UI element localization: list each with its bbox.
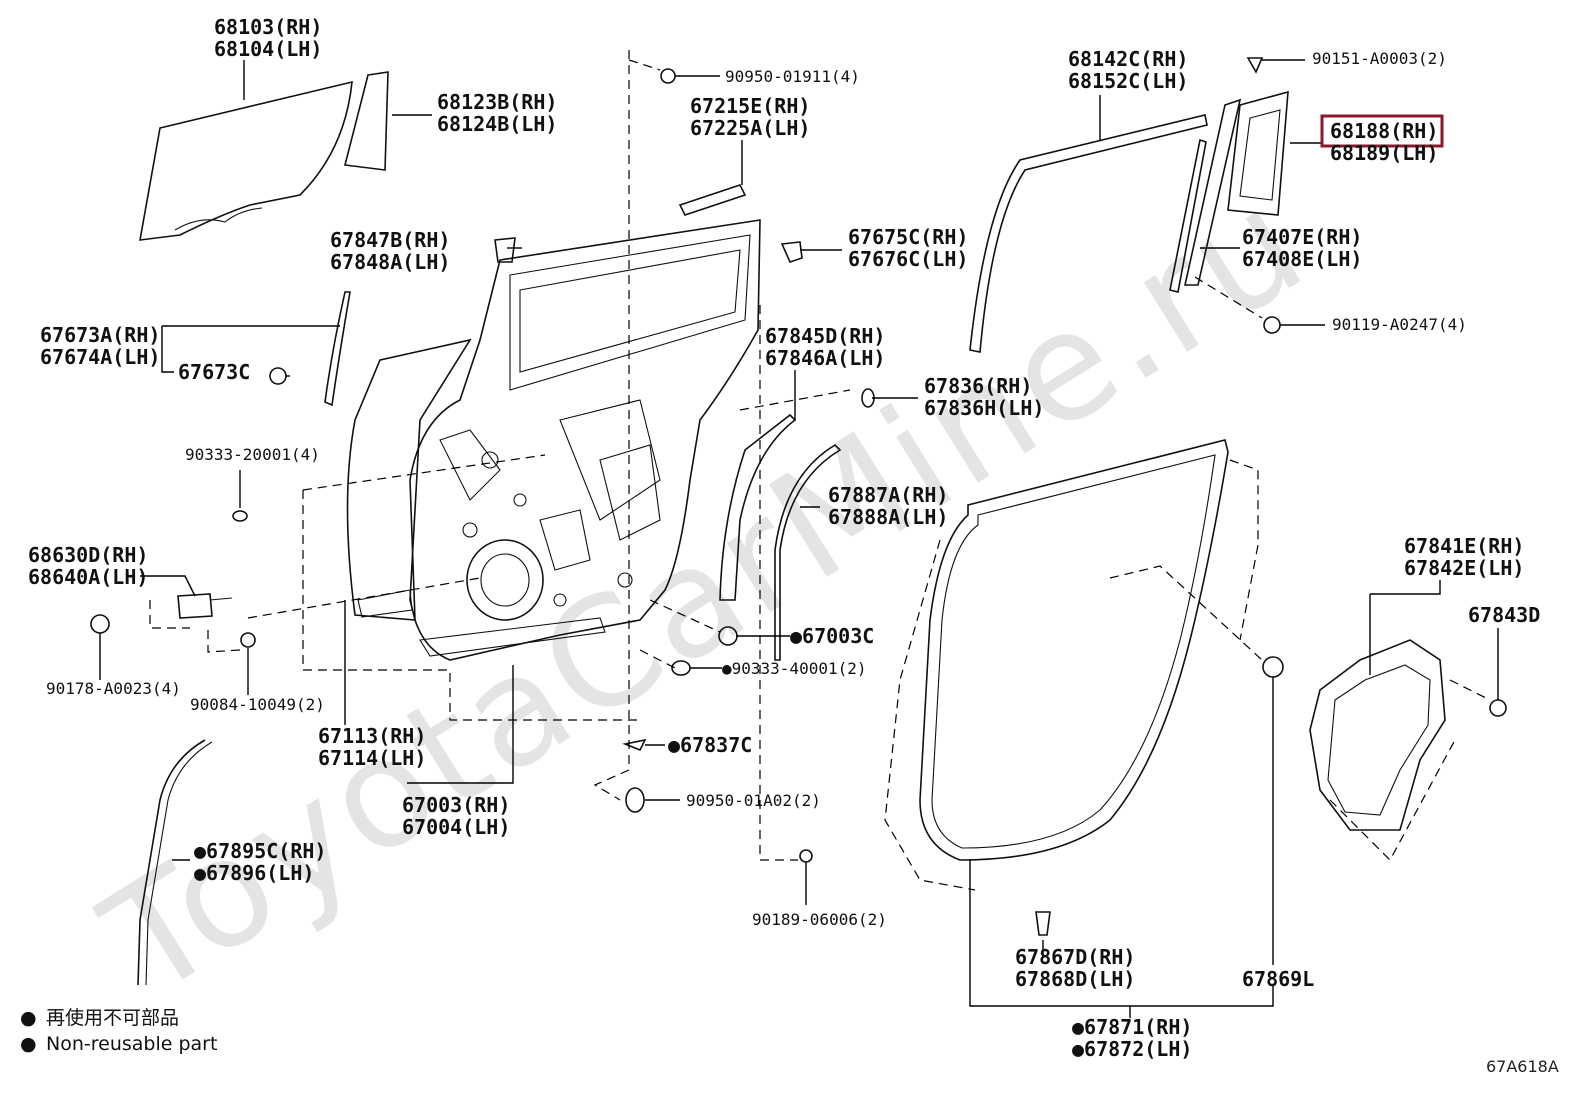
door-check-shape [1309, 639, 1446, 831]
label-67848[interactable]: 67848A(LH) [330, 250, 450, 274]
diagram-code: 67A618A [1486, 1057, 1559, 1076]
label-67836[interactable]: 67836(RH) [924, 374, 1032, 398]
label-67674a[interactable]: 67674A(LH) [40, 345, 160, 369]
label-90084[interactable]: 90084-10049(2) [190, 695, 325, 714]
rear-channel-shape [719, 413, 797, 601]
label-67837c[interactable]: ●67837C [668, 733, 752, 757]
label-67673c[interactable]: 67673C [178, 360, 250, 384]
label-67887[interactable]: 67887A(RH) [828, 483, 948, 507]
label-67872[interactable]: ●67872(LH) [1072, 1037, 1192, 1061]
label-67867[interactable]: 67867D(RH) [1015, 945, 1135, 969]
label-67846[interactable]: 67846A(LH) [765, 346, 885, 370]
label-67003c[interactable]: ●67003C [790, 624, 874, 648]
label-67895[interactable]: ●67895C(RH) [194, 839, 326, 863]
label-67407[interactable]: 67407E(RH) [1242, 225, 1362, 249]
label-67843d[interactable]: 67843D [1468, 603, 1540, 627]
hinge-shape [177, 593, 233, 619]
legend-line-1: 再使用不可部品 [46, 1007, 179, 1029]
label-68630[interactable]: 68630D(RH) [28, 543, 148, 567]
watermark: ToyotaCarMine.ru [76, 155, 1335, 1031]
label-90950-a[interactable]: 90950-01911(4) [725, 67, 860, 86]
weatherstrip-shape [774, 443, 842, 661]
legend: ● 再使用不可部品 ● Non-reusable part [20, 1007, 217, 1055]
label-90333-b[interactable]: ●90333-40001(2) [722, 659, 867, 678]
bracket-67675-shape [780, 241, 803, 263]
label-67868[interactable]: 67868D(LH) [1015, 967, 1135, 991]
label-67113[interactable]: 67113(RH) [318, 724, 426, 748]
part-labels: 68103(RH) 68104(LH) 68123B(RH) 68124B(LH… [28, 15, 1540, 1061]
label-67836h[interactable]: 67836H(LH) [924, 396, 1044, 420]
label-67675[interactable]: 67675C(RH) [848, 225, 968, 249]
label-67003[interactable]: 67003(RH) [402, 793, 510, 817]
frame-moulding-shape [324, 291, 351, 407]
label-90119[interactable]: 90119-A0247(4) [1332, 315, 1467, 334]
label-67114[interactable]: 67114(LH) [318, 746, 426, 770]
label-67869l[interactable]: 67869L [1242, 967, 1314, 991]
label-67004[interactable]: 67004(LH) [402, 815, 510, 839]
label-68188[interactable]: 68188(RH) [1330, 119, 1438, 143]
label-68124[interactable]: 68124B(LH) [437, 112, 557, 136]
label-67225[interactable]: 67225A(LH) [690, 116, 810, 140]
label-68142[interactable]: 68142C(RH) [1068, 47, 1188, 71]
quarter-window-shape [1227, 90, 1289, 216]
glass-run-shape [969, 114, 1208, 353]
label-67676[interactable]: 67676C(LH) [848, 247, 968, 271]
door-glass-shape [139, 80, 353, 241]
label-90189[interactable]: 90189-06006(2) [752, 910, 887, 929]
door-outer-skin-shape [346, 338, 472, 621]
label-67841[interactable]: 67841E(RH) [1404, 534, 1524, 558]
label-67847[interactable]: 67847B(RH) [330, 228, 450, 252]
label-68104[interactable]: 68104(LH) [214, 37, 322, 61]
bracket-67847-shape [494, 237, 516, 263]
highlight-box [1320, 114, 1444, 148]
label-90151[interactable]: 90151-A0003(2) [1312, 49, 1447, 68]
label-67215[interactable]: 67215E(RH) [690, 94, 810, 118]
label-90333-a[interactable]: 90333-20001(4) [185, 445, 320, 464]
label-67842[interactable]: 67842E(LH) [1404, 556, 1524, 580]
label-67845[interactable]: 67845D(RH) [765, 324, 885, 348]
label-67408[interactable]: 67408E(LH) [1242, 247, 1362, 271]
door-panel-shape [409, 219, 761, 661]
wire-harness-shape [137, 739, 213, 986]
legend-line-2: Non-reusable part [46, 1033, 217, 1055]
label-90950-b[interactable]: 90950-01A02(2) [686, 791, 821, 810]
legend-bullet-2: ● [20, 1033, 37, 1055]
label-68152[interactable]: 68152C(LH) [1068, 69, 1188, 93]
center-pillar-shape [1184, 98, 1242, 286]
leader-lines [99, 59, 1499, 1018]
label-68123[interactable]: 68123B(RH) [437, 90, 557, 114]
label-67896[interactable]: ●67896(LH) [194, 861, 314, 885]
assembly-dash-lines [149, 50, 1491, 891]
label-68640[interactable]: 68640A(LH) [28, 565, 148, 589]
label-90178[interactable]: 90178-A0023(4) [46, 679, 181, 698]
label-67888[interactable]: 67888A(LH) [828, 505, 948, 529]
legend-bullet-1: ● [20, 1007, 37, 1029]
label-68103[interactable]: 68103(RH) [214, 15, 322, 39]
label-67871[interactable]: ●67871(RH) [1072, 1015, 1192, 1039]
quarter-glass-shape [344, 71, 389, 171]
regulator-bracket-shape [678, 184, 747, 216]
label-67673a[interactable]: 67673A(RH) [40, 323, 160, 347]
label-68189[interactable]: 68189(LH) [1330, 141, 1438, 165]
